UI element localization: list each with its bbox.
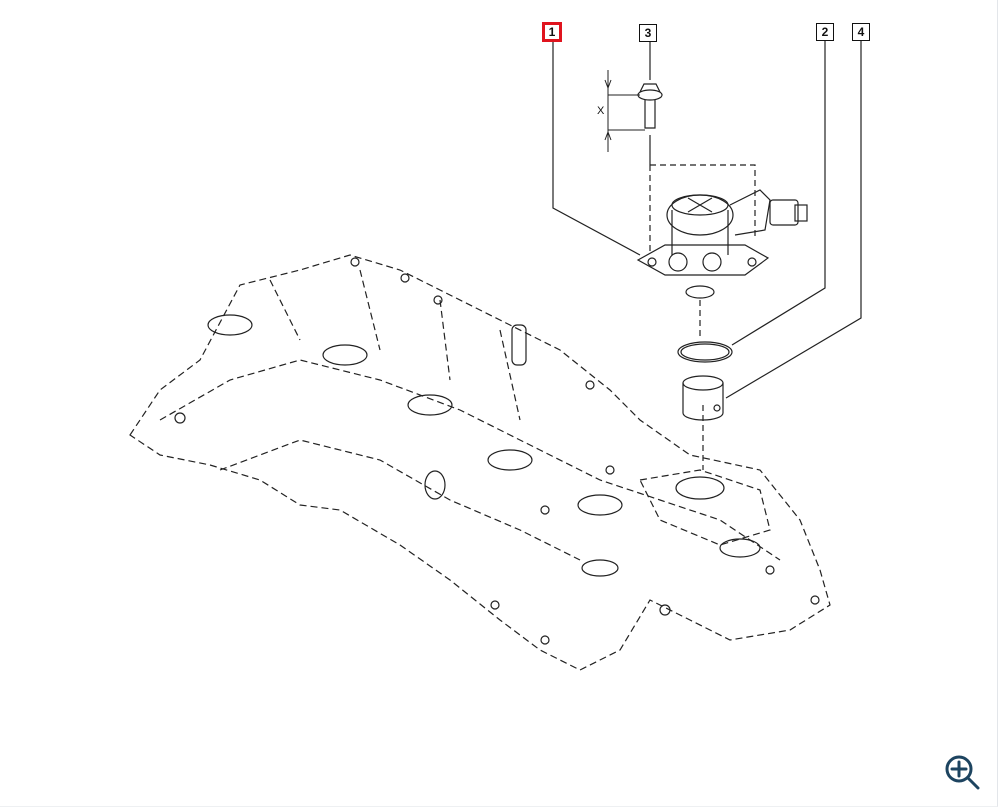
- callout-4-tappet[interactable]: 4: [852, 23, 870, 41]
- callout-2-seal-ring[interactable]: 2: [816, 23, 834, 41]
- head-bores: [174, 257, 820, 645]
- leader-lines: [552, 41, 862, 399]
- bolt-drawing: [637, 30, 663, 165]
- dimension-label: X: [597, 105, 605, 117]
- seal-ring-drawing: [677, 341, 733, 363]
- tappet-drawing: [682, 375, 724, 421]
- dimension-x: [604, 70, 645, 152]
- callout-1-fuel-pump[interactable]: 1: [542, 22, 562, 42]
- cylinder-head-drawing: [129, 254, 831, 671]
- fuel-pump-drawing: [636, 164, 808, 470]
- callout-3-bolt[interactable]: 3: [639, 24, 657, 42]
- zoom-in-icon: [945, 755, 980, 790]
- zoom-in-button[interactable]: [940, 750, 984, 794]
